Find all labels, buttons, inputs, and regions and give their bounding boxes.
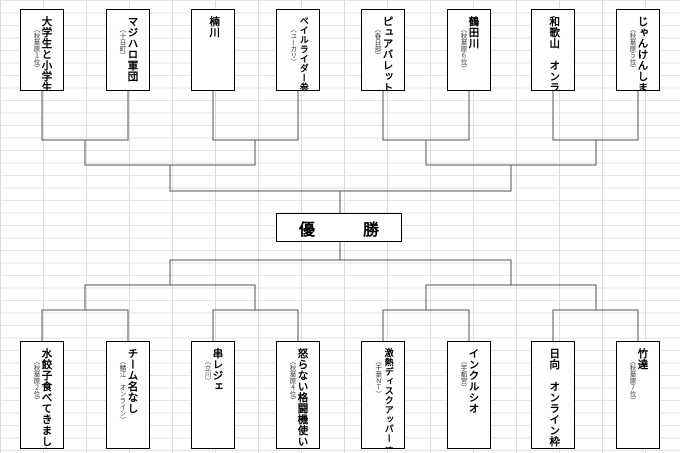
team-name: チーム名なし: [126, 348, 139, 414]
team-location: （秋葉原７位）: [627, 358, 636, 404]
team-location: （鯖江 オンライン）: [117, 358, 126, 423]
team-name: 串レジェ: [211, 348, 224, 392]
team-location: （千葉ＮＴ）: [373, 358, 382, 397]
team-location: （十日町）: [117, 26, 126, 59]
team-box-top-4: ベイルライダー参戦はよ！ （ユーカリ）: [276, 9, 320, 91]
team-box-bottom-4: 怒らない格闘機使い （秋葉原４位）: [276, 341, 320, 449]
champion-box: 優 勝: [276, 213, 402, 242]
team-name: 日向 オンライン枠: [548, 348, 561, 447]
team-name: 竹達: [636, 348, 649, 370]
team-box-bottom-6: インクルシオ （宇都宮）: [447, 341, 491, 449]
team-name: インクルシオ: [467, 348, 480, 414]
team-box-top-7: 和歌山 オンライン枠: [531, 9, 575, 91]
team-location: （秋葉原２位）: [31, 358, 40, 404]
team-box-bottom-8: 竹達 （秋葉原７位）: [616, 341, 660, 449]
team-location: （秋葉原５位）: [627, 26, 636, 72]
team-location: （宇都宮）: [458, 358, 467, 391]
team-location: （秋葉原４位）: [287, 358, 296, 404]
team-box-top-2: マジハロ軍団 （十日町）: [106, 9, 150, 91]
team-name: じゃんけんします？: [636, 16, 649, 91]
champion-label: 優 勝: [298, 219, 395, 239]
team-name: 大学生と小学生: [40, 16, 53, 91]
team-box-bottom-2: チーム名なし （鯖江 オンライン）: [106, 341, 150, 449]
team-box-top-1: 大学生と小学生 （秋葉原１位）: [20, 9, 64, 91]
team-location: （ユーカリ）: [288, 26, 297, 65]
team-name: 鶴田川: [467, 16, 480, 49]
team-name: 怒らない格闘機使い: [296, 348, 309, 447]
team-box-bottom-7: 日向 オンライン枠: [531, 341, 575, 449]
team-box-bottom-5: 激熱ディスクアッパー 湊原 （千葉ＮＴ）: [361, 341, 405, 449]
team-name: 和歌山 オンライン枠: [548, 16, 561, 91]
team-name: 激熱ディスクアッパー 湊原: [382, 348, 393, 449]
team-box-top-5: ピュアバレット （春日部）: [361, 9, 405, 91]
team-location: （春日部）: [372, 26, 381, 59]
team-name: マジハロ軍団: [126, 16, 139, 82]
team-name: ピュアバレット: [381, 16, 394, 91]
team-box-top-8: じゃんけんします？ （秋葉原５位）: [616, 9, 660, 91]
team-name: ベイルライダー参戦はよ！: [297, 16, 308, 91]
team-location: （立川）: [202, 358, 211, 384]
team-box-top-6: 鶴田川 （秋葉原６位）: [447, 9, 491, 91]
team-location: （秋葉原１位）: [31, 26, 40, 72]
team-name: 楠川: [208, 16, 221, 38]
team-name: 水餃子食べてきました: [40, 348, 53, 449]
team-box-top-3: 楠川: [191, 9, 235, 91]
team-box-bottom-1: 水餃子食べてきました （秋葉原２位）: [20, 341, 64, 449]
team-location: （秋葉原６位）: [458, 26, 467, 72]
team-box-bottom-3: 串レジェ （立川）: [191, 341, 235, 449]
